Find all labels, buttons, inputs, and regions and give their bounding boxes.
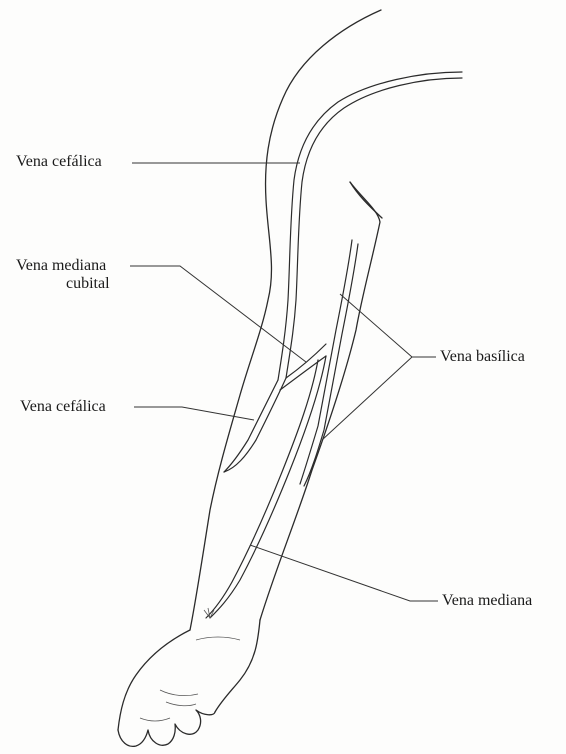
hand-outline <box>118 620 260 730</box>
wrist-crease <box>196 637 240 640</box>
label-vena-cefalica-lower: Vena cefálica <box>20 398 106 416</box>
basilic-vein-b <box>304 244 358 486</box>
label-vena-basilica: Vena basílica <box>440 348 525 366</box>
knuckle-lines <box>140 690 198 721</box>
cephalic-vein-lower-a <box>224 380 278 472</box>
median-forearm-vein-a <box>210 356 326 618</box>
basilic-vein-a <box>300 240 352 484</box>
label-vena-mediana-cubital-line1: Vena mediana <box>16 257 106 275</box>
label-vena-mediana-cubital-line2: cubital <box>66 275 110 293</box>
label-vena-mediana: Vena mediana <box>442 592 532 610</box>
leader-mediana-cubital <box>130 266 306 362</box>
cephalic-vein-upper-inner <box>286 78 462 378</box>
vein-branch-wrist <box>204 608 214 618</box>
leader-basilica-upper <box>340 294 436 357</box>
label-vena-cefalica-upper: Vena cefálica <box>16 153 102 171</box>
fingers-outline <box>118 710 215 746</box>
median-forearm-vein-b <box>206 360 318 618</box>
leader-mediana <box>250 545 438 601</box>
cephalic-vein-upper-outer <box>278 72 462 380</box>
